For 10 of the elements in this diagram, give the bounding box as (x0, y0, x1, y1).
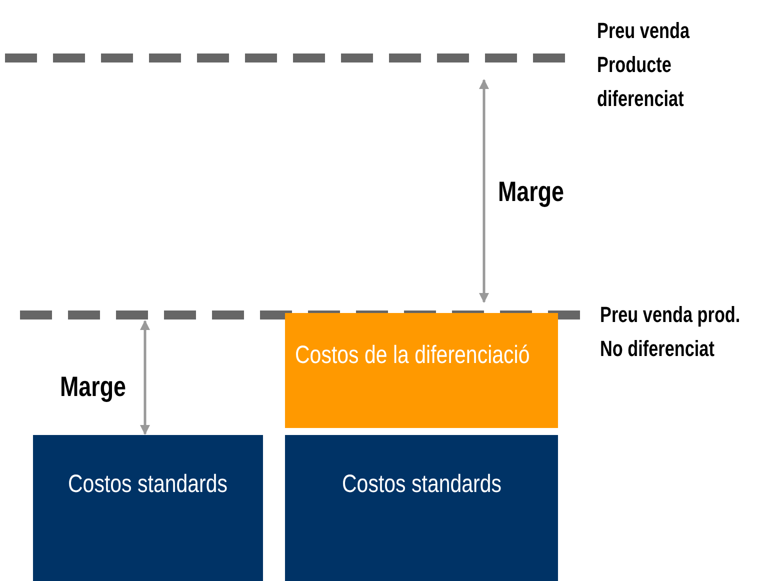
cost-block (285, 435, 558, 581)
price-line-label: Preu venda Producte diferenciat (597, 17, 691, 114)
block-label: Costos standards (68, 470, 228, 499)
cost-block (33, 435, 263, 581)
block-label: Costos standards (342, 470, 502, 499)
price-line-label: Preu venda prod. No diferenciat (600, 301, 742, 364)
margin-label: Marge (60, 370, 126, 404)
block-label: Costos de la diferenciació (295, 341, 530, 370)
cost-block (285, 313, 558, 428)
margin-label: Marge (498, 175, 564, 209)
